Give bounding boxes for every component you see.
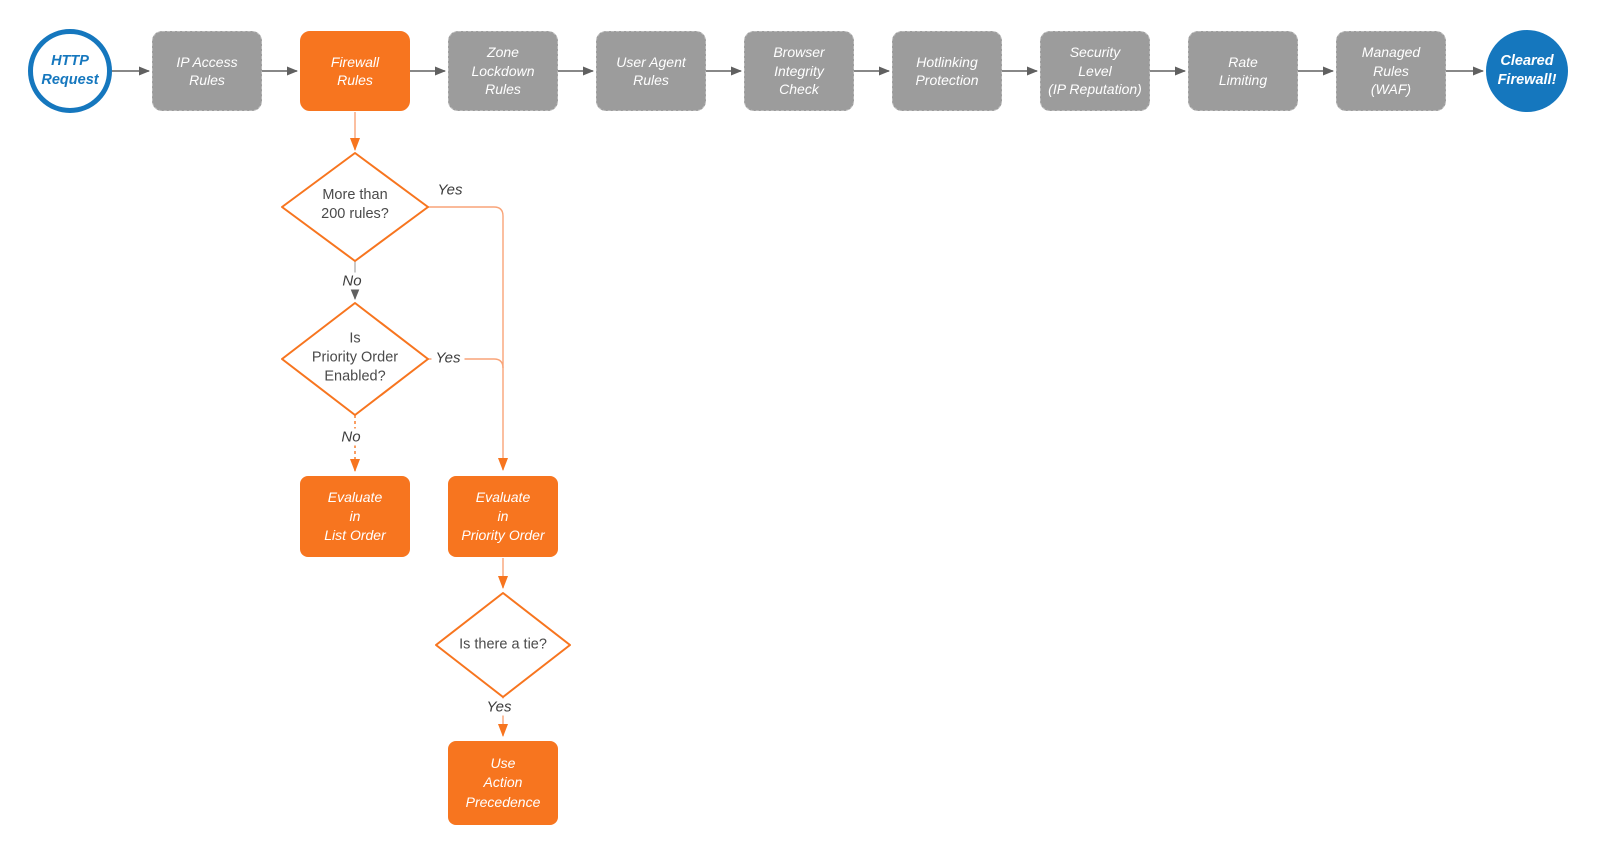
step-ip-access-rules: IP Access Rules (152, 31, 262, 111)
step-browser-integrity-check: Browser Integrity Check (744, 31, 854, 111)
edge-label-yes-200-rules: Yes (437, 181, 463, 199)
step-hotlinking-protection: Hotlinking Protection (892, 31, 1002, 111)
step-firewall-rules: Firewall Rules (300, 31, 410, 111)
edge-yes-priority-enabled-join (428, 358, 504, 369)
decision-tie-label: Is there a tie? (459, 636, 547, 653)
edge-label-no-priority-enabled: No (337, 428, 365, 446)
decision-200-rules-shape (281, 152, 429, 262)
outcome-use-action-precedence: Use Action Precedence (448, 741, 558, 825)
edge-label-yes-tie: Yes (482, 698, 516, 716)
edge-yes-200-rules-to-priority-order (428, 206, 508, 471)
edge-label-no-200-rules: No (338, 272, 366, 290)
start-node-http-request: HTTP Request (28, 29, 112, 113)
decision-priority-enabled-label: Is Priority Order Enabled? (311, 330, 399, 385)
edge-label-yes-priority-enabled: Yes (431, 349, 465, 367)
decision-priority-enabled-shape (281, 302, 429, 416)
end-node-cleared-firewall: Cleared Firewall! (1486, 30, 1568, 112)
step-security-level: Security Level (IP Reputation) (1040, 31, 1150, 111)
step-zone-lockdown-rules: Zone Lockdown Rules (448, 31, 558, 111)
outcome-evaluate-list-order: Evaluate in List Order (300, 476, 410, 557)
step-rate-limiting: Rate Limiting (1188, 31, 1298, 111)
decision-tie-shape (435, 592, 571, 698)
decision-200-rules-label: More than 200 rules? (321, 186, 389, 222)
outcome-evaluate-priority-order: Evaluate in Priority Order (448, 476, 558, 557)
step-user-agent-rules: User Agent Rules (596, 31, 706, 111)
step-managed-rules-waf: Managed Rules (WAF) (1336, 31, 1446, 111)
